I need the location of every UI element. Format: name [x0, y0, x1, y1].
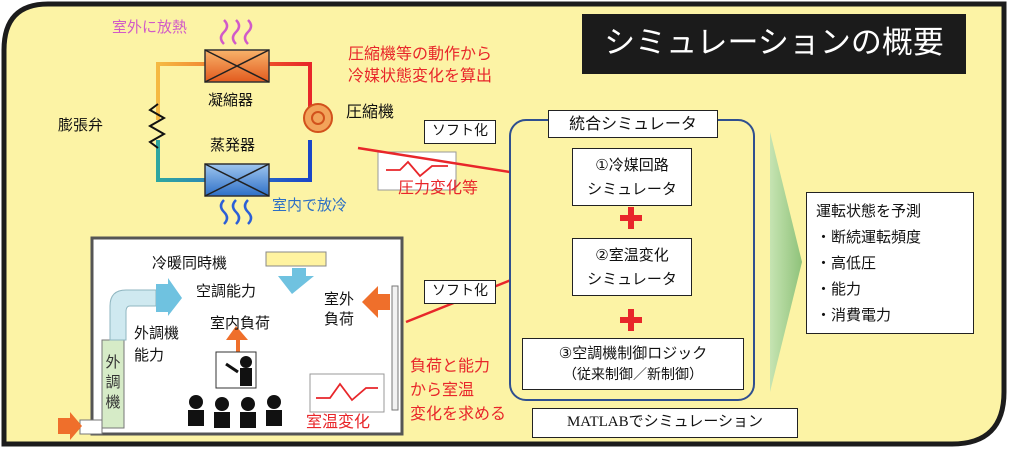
- prediction-title: 運転状態を予測: [816, 202, 922, 220]
- title-banner: [582, 14, 966, 74]
- oa-port: [79, 419, 103, 435]
- room-simulator-line1: ②室温変化: [595, 246, 669, 264]
- refrigerant-simulator-line1: ①冷媒回路: [595, 156, 669, 174]
- compressor-label: 圧縮機: [346, 102, 395, 121]
- simulator-title-box: [548, 110, 718, 138]
- room-note-3: 変化を求める: [410, 404, 507, 423]
- oa-unit-label: 外調機: [105, 353, 121, 411]
- cooling-indoor-label: 室内で放冷: [272, 196, 348, 214]
- refrigerant-simulator-line2: シミュレータ: [587, 180, 677, 198]
- control-logic-line2: （従来制御／新制御）: [563, 367, 703, 383]
- page-title: シミュレーションの概要: [604, 25, 944, 61]
- outdoor-load-label-1: 室外: [324, 290, 355, 308]
- software-label-2: ソフト化: [432, 283, 488, 299]
- outdoor-window: [391, 285, 399, 411]
- control-logic-box: [522, 338, 744, 390]
- simulator-title: 統合シミュレータ: [569, 114, 697, 133]
- room-temp-change-label: 室温変化: [306, 412, 371, 431]
- supply-arrow-icon: [156, 278, 182, 316]
- software-label-1: ソフト化: [432, 123, 488, 139]
- outdoor-load-arrow-icon: [362, 286, 390, 318]
- outdoor-load-label-2: 負荷: [324, 310, 355, 328]
- matlab-label: MATLABでシミュレーション: [566, 414, 764, 430]
- prediction-item: ・断続運転頻度: [816, 228, 922, 246]
- matlab-box: [532, 408, 798, 438]
- expansion-valve-label: 膨張弁: [58, 116, 104, 134]
- prediction-item: ・高低圧: [816, 254, 877, 272]
- refrigerant-simulator-box: [572, 148, 692, 206]
- refrigerant-note-1: 圧縮機等の動作から: [348, 44, 493, 63]
- ac-down-arrow-icon: [278, 268, 314, 294]
- condenser-label: 凝縮器: [208, 91, 254, 109]
- compressor-icon: [303, 103, 333, 133]
- oa-capacity-label-2: 能力: [134, 346, 165, 364]
- software-box-2: [424, 280, 496, 304]
- indoor-load-label: 室内負荷: [210, 314, 271, 332]
- refrigerant-note-2: 冷媒状態変化を算出: [348, 66, 493, 85]
- heat-release-label: 室外に放熱: [112, 18, 188, 36]
- refrigerant-cycle: [147, 19, 333, 225]
- prediction-item: ・消費電力: [816, 306, 892, 324]
- heat-wave-icon: [219, 19, 253, 45]
- ac-capacity-label: 空調能力: [196, 282, 257, 300]
- result-arrow-icon: [770, 132, 802, 392]
- software-box-1: [424, 120, 496, 144]
- occupants-icon: [188, 351, 282, 428]
- room-note-2: から室温: [410, 380, 475, 399]
- room-note-1: 負荷と能力: [410, 356, 491, 375]
- room-simulator-line2: シミュレータ: [587, 270, 677, 288]
- indoor-load-arrow-icon: [226, 326, 248, 352]
- expansion-valve-icon: [147, 103, 167, 149]
- prediction-item: ・能力: [816, 280, 862, 298]
- ac-ceiling-unit: [265, 251, 327, 267]
- room-simulator-box: [572, 238, 692, 296]
- prediction-box: [806, 192, 974, 334]
- oa-capacity-label-1: 外調機: [134, 324, 180, 342]
- oa-intake-arrow-icon: [58, 412, 82, 440]
- cold-wave-icon: [219, 199, 253, 225]
- control-logic-line1: ③空調機制御ロジック: [558, 344, 708, 362]
- pressure-change-label: 圧力変化等: [398, 178, 479, 197]
- hvac-unit-label: 冷暖同時機: [152, 254, 228, 272]
- evaporator-label: 蒸発器: [210, 136, 256, 154]
